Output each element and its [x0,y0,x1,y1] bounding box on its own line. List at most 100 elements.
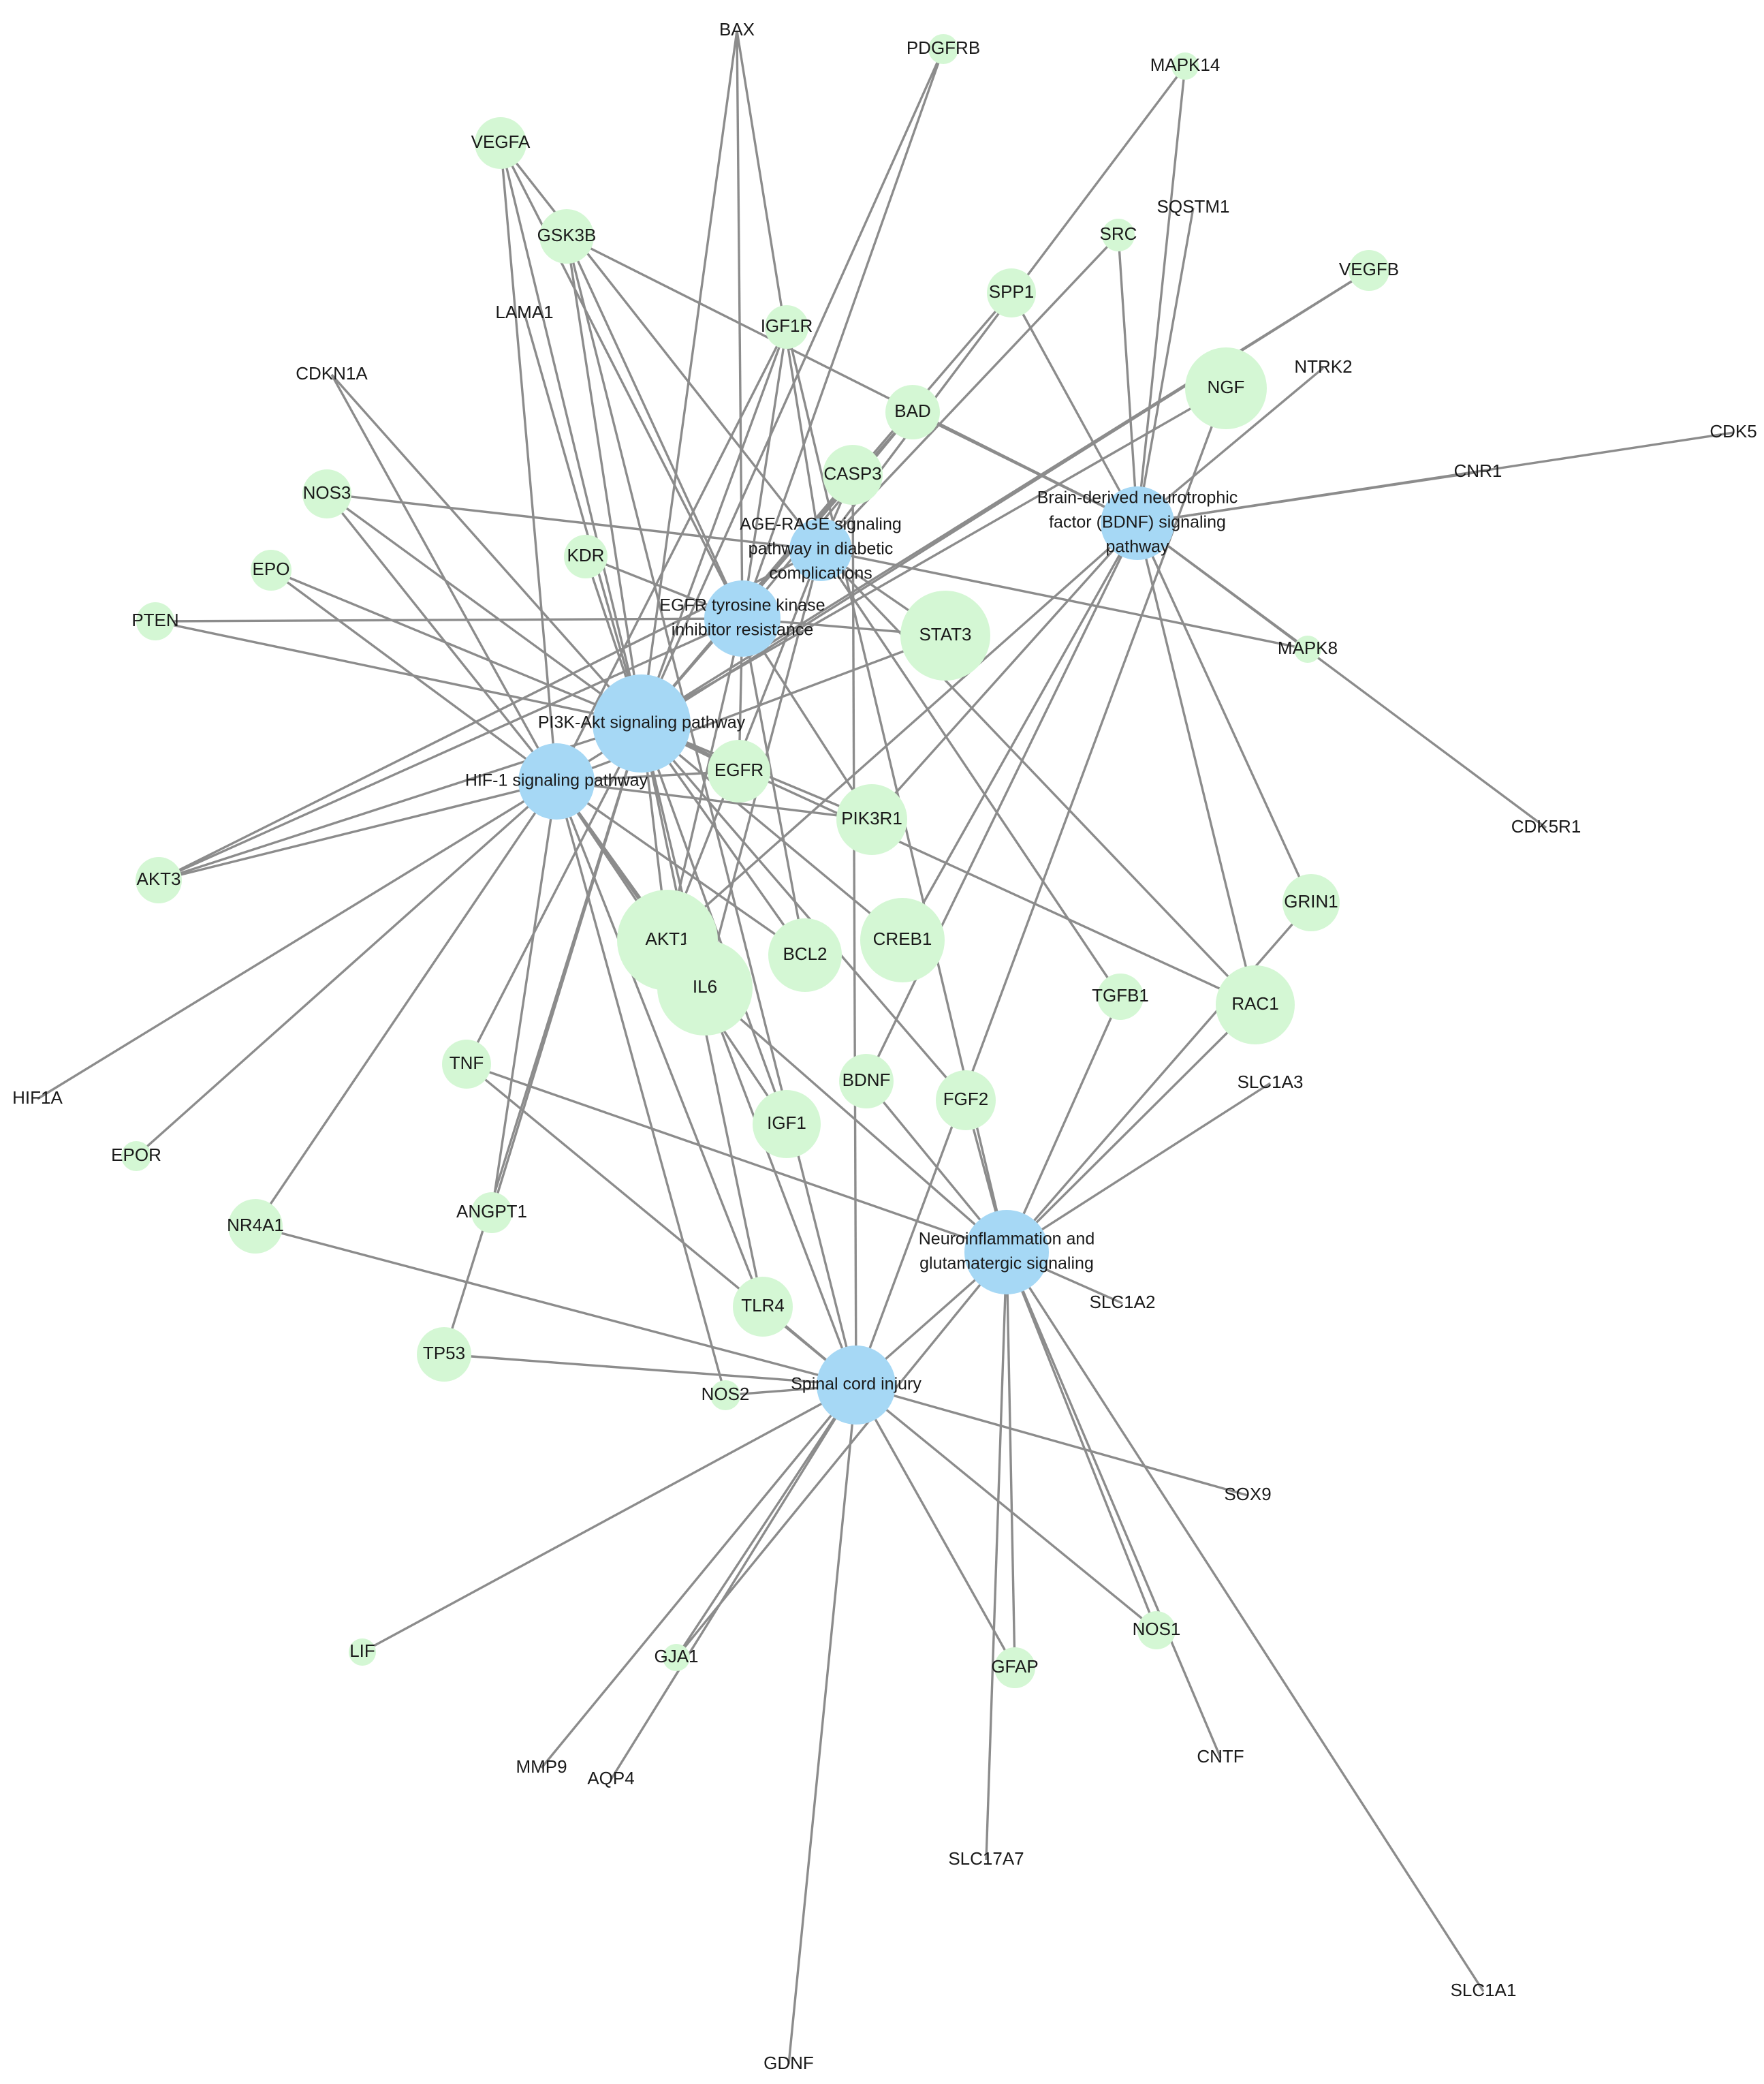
gene-node-epor[interactable]: EPOR [111,1141,161,1171]
gene-node-mapk8[interactable]: MAPK8 [1278,636,1338,663]
gene-node-sqstm1[interactable]: SQSTM1 [1157,196,1230,217]
gene-node-fgf2[interactable]: FGF2 [936,1070,996,1130]
gene-node-bad[interactable]: BAD [885,385,940,439]
node-circle [417,1327,471,1382]
gene-node-tgfb1[interactable]: TGFB1 [1092,974,1149,1020]
edge-creb1-pi3k [640,722,904,942]
gene-node-cnr1[interactable]: CNR1 [1454,461,1502,481]
gene-node-nos3[interactable]: NOS3 [302,469,351,518]
gene-node-pdgfrb[interactable]: PDGFRB [907,34,980,64]
node-circle [663,1644,690,1671]
gene-node-bdnf[interactable]: BDNF [839,1054,894,1108]
edge-ngf-sci [855,388,1227,1386]
gene-node-pten[interactable]: PTEN [131,602,179,640]
node-circle [228,1199,283,1254]
edge-mmp9-sci [540,1384,857,1769]
gene-node-mmp9[interactable]: MMP9 [516,1756,567,1777]
gene-node-epo[interactable]: EPO [251,550,292,591]
gene-node-casp3[interactable]: CASP3 [823,445,883,505]
node-label: AKT1 [645,929,689,949]
node-circle [860,898,945,982]
gene-node-mapk14[interactable]: MAPK14 [1150,52,1220,80]
gene-node-sox9[interactable]: SOX9 [1224,1484,1271,1504]
gene-node-slc1a3[interactable]: SLC1A3 [1238,1072,1304,1092]
node-label: pathway in diabetic [749,540,894,559]
gene-node-gja1[interactable]: GJA1 [654,1644,699,1671]
edge-vegfa-egfrtki [499,142,744,619]
edge-bax-pi3k [640,30,738,724]
gene-node-cntf[interactable]: CNTF [1197,1746,1244,1767]
edge-slc17a7-neuro [985,1251,1008,1861]
gene-node-cdk5r1[interactable]: CDK5R1 [1511,816,1581,837]
node-label: Spinal cord injury [791,1375,922,1394]
node-circle [1294,636,1321,663]
gene-node-gsk3b[interactable]: GSK3B [537,209,597,264]
gene-node-slc1a1[interactable]: SLC1A1 [1451,1980,1517,2000]
edge-nos3-age [326,493,821,551]
gene-node-cdk5[interactable]: CDK5 [1710,421,1757,441]
gene-node-ntrk2[interactable]: NTRK2 [1294,356,1352,377]
gene-node-nr4a1[interactable]: NR4A1 [227,1199,284,1254]
edge-il6-sci [704,987,857,1386]
node-circle [564,535,608,578]
node-label: GJA1 [654,1646,698,1666]
gene-node-nos2[interactable]: NOS2 [702,1380,750,1410]
edge-slc1a3-neuro [1006,1082,1271,1254]
gene-node-hif1a[interactable]: HIF1A [12,1087,63,1108]
gene-node-slc17a7[interactable]: SLC17A7 [948,1848,1024,1869]
edge-sqstm1-bdnfp [1136,207,1195,524]
gene-node-angpt1[interactable]: ANGPT1 [456,1192,527,1233]
gene-node-aqp4[interactable]: AQP4 [587,1768,634,1788]
gene-node-vegfb[interactable]: VEGFB [1339,250,1399,291]
gene-node-src[interactable]: SRC [1100,219,1137,251]
pathway-node-sci[interactable]: Spinal cord injury [791,1346,922,1425]
edge-nr4a1-sci [255,1225,857,1386]
node-label: EPOR [111,1145,161,1165]
gene-node-slc1a2[interactable]: SLC1A2 [1090,1292,1156,1312]
gene-node-bcl2[interactable]: BCL2 [768,918,842,992]
node-label: CDK5R1 [1511,816,1581,837]
gene-node-kdr[interactable]: KDR [564,535,608,578]
gene-node-pik3r1[interactable]: PIK3R1 [836,784,907,855]
edge-nos1-neuro [1005,1251,1158,1631]
node-label: MAPK8 [1278,638,1338,658]
gene-node-igf1r[interactable]: IGF1R [761,305,813,349]
gene-node-ngf[interactable]: NGF [1185,347,1267,429]
gene-node-gdnf[interactable]: GDNF [763,2053,814,2073]
node-circle [1185,347,1267,429]
gene-node-igf1[interactable]: IGF1 [753,1090,821,1158]
gene-node-gfap[interactable]: GFAP [991,1647,1039,1688]
edge-pten-pi3k [155,620,642,725]
pathway-node-pi3k[interactable]: PI3K-Akt signaling pathway [538,674,746,773]
gene-node-rac1[interactable]: RAC1 [1216,965,1295,1044]
edge-tnf-pi3k [465,723,643,1065]
gene-node-nos1[interactable]: NOS1 [1133,1611,1181,1649]
gene-node-grin1[interactable]: GRIN1 [1282,874,1340,931]
node-circle [593,674,691,773]
gene-node-il6[interactable]: IL6 [657,940,753,1036]
gene-node-tp53[interactable]: TP53 [417,1327,471,1382]
node-label: IGF1R [761,315,813,336]
node-label: SPP1 [989,281,1035,302]
gene-node-cdkn1a[interactable]: CDKN1A [296,363,368,384]
gene-node-bax[interactable]: BAX [719,19,755,40]
gene-node-spp1[interactable]: SPP1 [987,268,1036,317]
gene-node-creb1[interactable]: CREB1 [860,898,945,982]
node-circle [1216,965,1295,1044]
gene-node-vegfa[interactable]: VEGFA [471,117,531,169]
node-label: HIF1A [12,1087,63,1108]
pathway-node-hif1[interactable]: HIF-1 signaling pathway [465,743,648,820]
gene-node-tlr4[interactable]: TLR4 [733,1277,793,1337]
gene-node-egfr[interactable]: EGFR [708,740,770,803]
gene-node-akt3[interactable]: AKT3 [136,857,182,903]
edge-grin1-bdnfp [1136,523,1312,903]
gene-node-stat3[interactable]: STAT3 [900,591,990,681]
gene-node-tnf[interactable]: TNF [442,1040,491,1089]
gene-node-lif[interactable]: LIF [349,1638,376,1666]
gene-node-lama1[interactable]: LAMA1 [495,302,553,322]
